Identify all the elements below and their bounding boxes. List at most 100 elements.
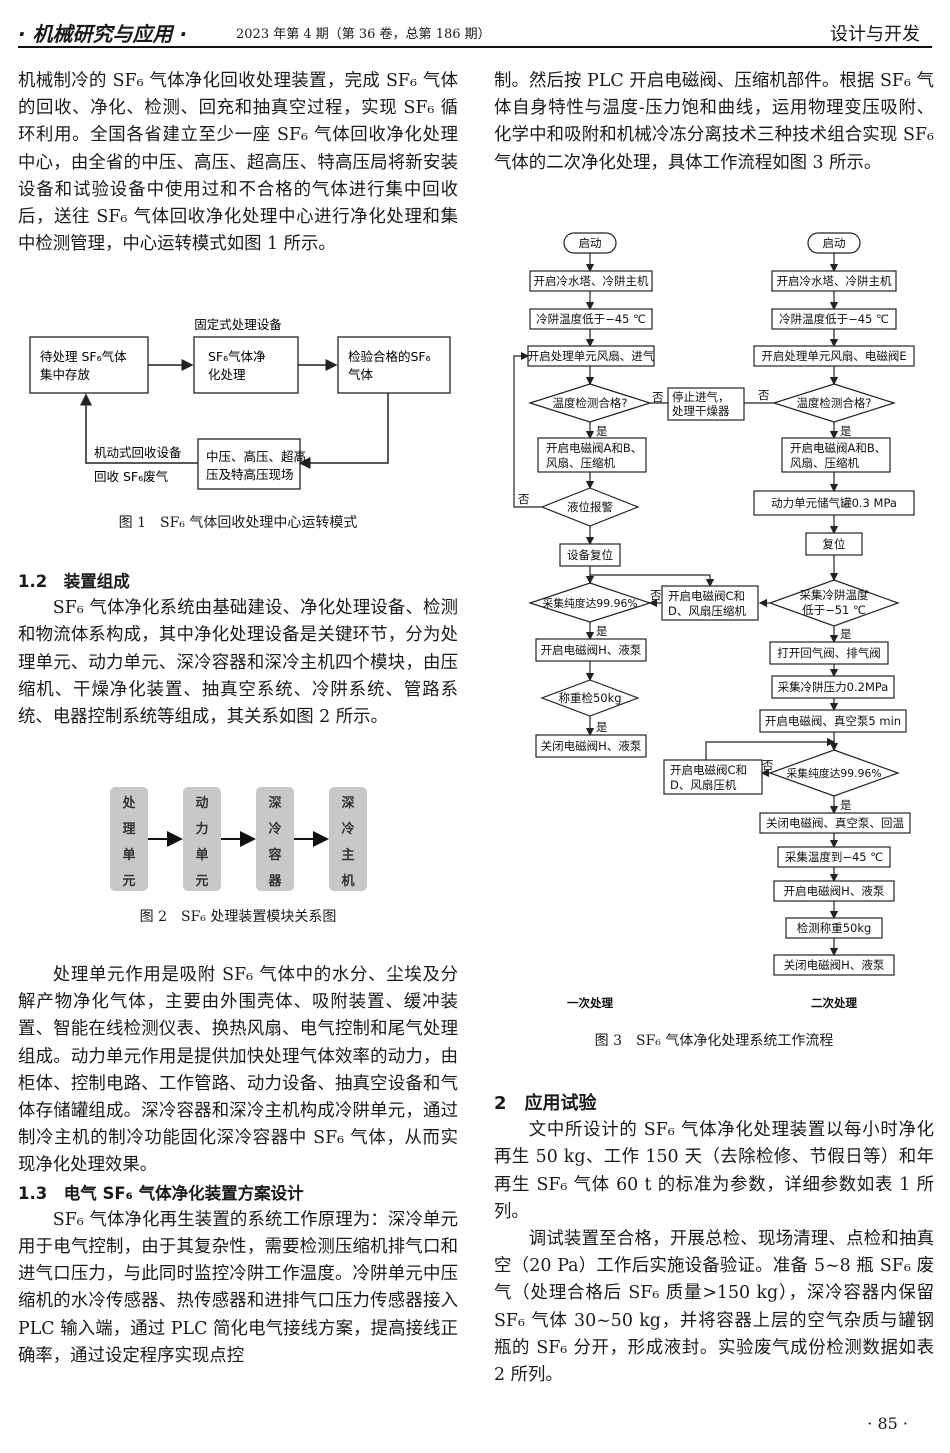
paragraph-text: 机械制冷的 SF₆ 气体净化回收处理装置，完成 SF₆ 气体的回收、净化、检测、…	[18, 71, 458, 255]
fig1-box-purify-line1: SF₆气体净	[208, 349, 266, 364]
fig3-right-start-text: 启动	[823, 236, 846, 250]
fig3-left-d2: 液位报警	[567, 500, 613, 514]
fig3-shapes	[527, 232, 915, 976]
fig3-right-n11: 采集温度到−45 ℃	[785, 850, 883, 864]
fig3-right-n12: 开启电磁阀H、液泵	[784, 884, 885, 898]
figure-3: 启动 开启冷水塔、冷阱主机 冷阱温度低于−45 ℃ 开启处理单元风扇、进气 温度…	[508, 225, 918, 1020]
fig3-right-n2: 冷阱温度低于−45 ℃	[779, 312, 889, 326]
fig1-box-qualified-line2: 气体	[348, 367, 374, 382]
fig3-yes-label: 是	[840, 798, 852, 812]
fig3-left-node	[527, 345, 655, 367]
paragraph-text: 处理单元作用是吸附 SF₆ 气体中的水分、尘埃及分解产物净化气体，主要由外围壳体…	[18, 965, 458, 1176]
fig3-right-node	[773, 954, 895, 976]
fig3-left-decision	[528, 383, 652, 423]
fig3-yes-label: 是	[596, 424, 608, 438]
paragraph-text: SF₆ 气体净化系统由基础建设、净化处理设备、检测和物流体系构成，其中净化处理设…	[18, 598, 458, 728]
fig2-module-bar	[110, 787, 148, 891]
fig3-left-node	[535, 638, 647, 662]
left-paragraph-3: 处理单元作用是吸附 SF₆ 气体中的水分、尘埃及分解产物净化气体，主要由外围壳体…	[18, 962, 458, 1370]
fig3-left-side-box	[667, 387, 745, 421]
fig3-texts: 启动 开启冷水塔、冷阱主机 冷阱温度低于−45 ℃ 开启处理单元风扇、进气 温度…	[518, 236, 907, 1010]
fig3-right-node	[781, 437, 891, 473]
fig1-box-storage	[29, 336, 149, 394]
fig3-left-d3: 采集纯度达99.96%	[542, 596, 637, 610]
fig3-connectors	[513, 253, 839, 957]
fig1-label-mobile: 机动式回收设备	[94, 445, 182, 460]
fig3-left-decision	[540, 679, 640, 717]
heading-1-3: 1.3 电气 SF₆ 气体净化装置方案设计	[18, 1183, 304, 1203]
fig1-box-purify-line2: 化处理	[208, 367, 246, 382]
fig3-left-side1-l1: 停止进气，	[672, 390, 730, 404]
fig3-right-n4-l1: 开启电磁阀A和B、	[790, 441, 886, 455]
fig3-left-label: 一次处理	[567, 996, 613, 1010]
fig3-left-node	[559, 543, 621, 567]
fig1-box-site-line2: 压及特高压现场	[206, 467, 294, 482]
fig3-yes-label: 是	[596, 720, 608, 734]
fig3-right-node	[777, 846, 891, 868]
fig3-yes-label: 是	[840, 424, 852, 438]
fig3-right-n7: 打开回气阀、排气阀	[777, 646, 881, 660]
fig2-module-char: 处	[121, 795, 136, 811]
fig1-box-storage-line1: 待处理 SF₆气体	[40, 349, 127, 364]
issue-info: 2023 年第 4 期（第 36 卷，总第 186 期）	[236, 27, 491, 42]
fig3-yes-label: 是	[596, 624, 608, 638]
fig2-module-char: 单	[195, 847, 208, 863]
fig1-box-site	[197, 438, 301, 490]
fig3-left-n4-l1: 开启电磁阀A和B、	[546, 441, 642, 455]
fig3-right-side-l1: 开启电磁阀C和	[670, 763, 747, 777]
left-paragraph-1: 机械制冷的 SF₆ 气体净化回收处理装置，完成 SF₆ 气体的回收、净化、检测、…	[18, 68, 458, 258]
fig3-right-start	[807, 232, 861, 254]
fig3-right-d2-l1: 采集冷阱温度	[800, 588, 869, 602]
fig2-module-bar	[183, 787, 221, 891]
figure-1-caption: 图 1 SF₆ 气体回收处理中心运转模式	[118, 515, 358, 531]
fig3-left-decision	[540, 487, 640, 527]
fig3-right-node	[753, 490, 915, 516]
fig3-left-n4-l2: 风扇、压缩机	[546, 456, 615, 470]
fig2-module-char: 机	[341, 873, 354, 889]
fig3-right-node	[771, 675, 895, 699]
fig2-module-char: 器	[267, 874, 282, 889]
fig1-box-storage-line2: 集中存放	[40, 367, 91, 382]
fig3-right-n8: 采集冷阱压力0.2MPa	[778, 680, 889, 694]
fig3-right-node	[769, 641, 889, 665]
fig3-left-side-box	[661, 585, 759, 621]
fig2-module-char: 容	[267, 847, 281, 863]
fig3-right-node	[805, 532, 863, 556]
fig3-left-node	[529, 308, 653, 330]
fig2-module-char: 单	[122, 847, 135, 863]
fig2-module-char: 元	[195, 874, 208, 889]
fig3-right-decision	[768, 749, 900, 797]
fig3-left-n6: 开启电磁阀H、液泵	[541, 643, 642, 657]
fig3-right-n14: 关闭电磁阀H、液泵	[784, 958, 885, 972]
fig1-label-fixed: 固定式处理设备	[194, 317, 282, 332]
figure-3-flowchart: 启动 开启冷水塔、冷阱主机 冷阱温度低于−45 ℃ 开启处理单元风扇、进气 温度…	[513, 232, 915, 1010]
figure-2: 处理单元动力单元深冷容器深冷主机	[100, 785, 380, 893]
fig3-right-node	[759, 812, 911, 834]
fig2-module-char: 冷	[341, 821, 354, 837]
paragraph-text: SF₆ 气体净化再生装置的系统工作原理为：深冷单元用于电气控制，由于其复杂性，需…	[18, 1209, 458, 1366]
fig3-right-n1: 开启冷水塔、冷阱主机	[777, 274, 892, 288]
fig3-right-n13: 检测称重50kg	[797, 921, 872, 935]
fig2-module-bar	[256, 787, 294, 891]
fig3-left-node	[529, 270, 653, 292]
fig3-right-label: 二次处理	[811, 996, 857, 1010]
fig3-left-side2-l1: 开启电磁阀C和	[668, 589, 745, 603]
heading-1-2: 1.2 装置组成	[18, 572, 130, 591]
fig2-module-char: 深	[341, 795, 354, 811]
fig3-left-start-text: 启动	[579, 236, 602, 250]
fig3-left-node	[535, 734, 647, 758]
fig3-right-decision	[772, 383, 896, 423]
fig3-right-side-box	[663, 759, 763, 795]
fig3-right-node	[785, 917, 883, 939]
fig3-no-label: 否	[762, 758, 774, 772]
figure-2-caption: 图 2 SF₆ 处理装置模块关系图	[139, 909, 337, 925]
fig3-yes-label: 是	[840, 627, 852, 641]
page-header: · 机械研究与应用 · 2023 年第 4 期（第 36 卷，总第 186 期）…	[18, 12, 932, 48]
fig2-module-char: 主	[341, 847, 354, 863]
fig1-box-purify	[193, 336, 299, 394]
fig3-right-n10: 关闭电磁阀、真空泵、回温	[766, 816, 904, 830]
journal-title: · 机械研究与应用 ·	[18, 22, 188, 46]
fig3-right-n9: 开启电磁阀、真空泵5 min	[765, 714, 901, 728]
paragraph-text: 制。然后按 PLC 开启电磁阀、压缩机部件。根据 SF₆ 气体自身特性与温度-压…	[494, 71, 934, 173]
